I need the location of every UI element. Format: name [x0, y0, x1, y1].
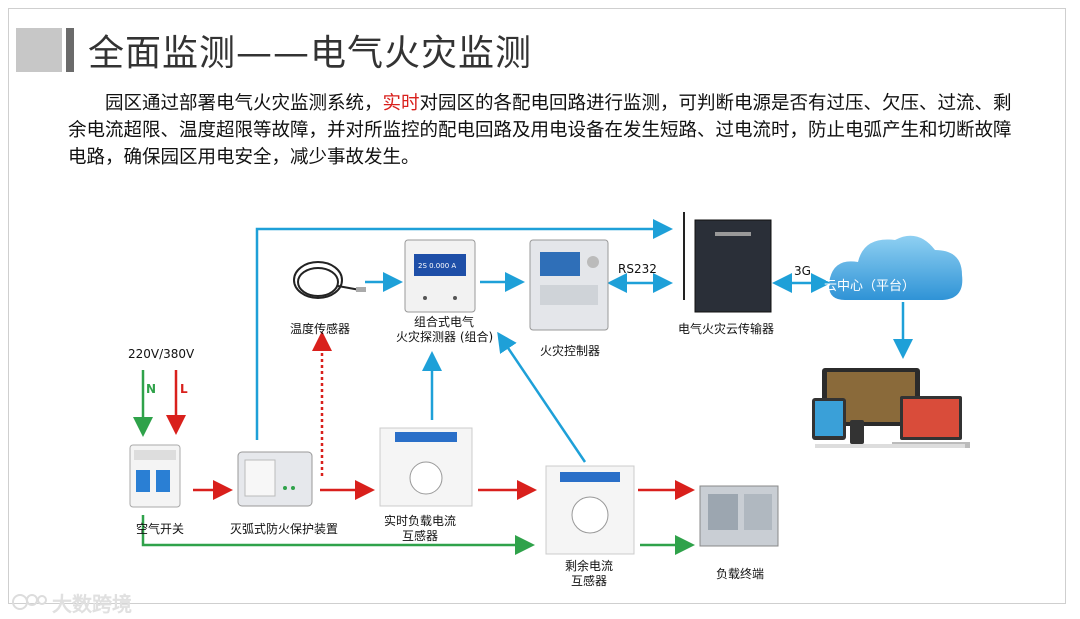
live-label: L — [180, 382, 188, 396]
neutral-label: N — [146, 382, 157, 396]
load-terminal-label: 负载终端 — [716, 567, 765, 581]
combo-detector-device: 2S 0.000 A — [404, 239, 476, 313]
combo-detector-label-1: 组合式电气 — [414, 315, 475, 329]
blue-signal-lines — [255, 219, 913, 463]
load-ct-device — [379, 427, 473, 507]
arc-protector-device — [237, 451, 313, 507]
platform-screens — [812, 368, 970, 448]
slide-title: 全面监测——电气火灾监测 — [88, 33, 533, 74]
cloud-transmitter-device — [683, 212, 772, 313]
residual-ct-label-1: 剩余电流 — [565, 559, 614, 573]
arc-protector-label: 灭弧式防火保护装置 — [230, 522, 339, 536]
combo-detector-label-2: 火灾探测器 (组合) — [396, 330, 494, 344]
air-switch-device — [129, 444, 181, 508]
residual-ct-label-2: 互感器 — [571, 574, 608, 588]
watermark-icon — [12, 594, 47, 610]
title-accent-block — [16, 28, 62, 72]
watermark-text: 大数跨境 — [52, 592, 132, 616]
air-switch-label: 空气开关 — [136, 522, 185, 536]
cloud-center-label: 云中心（平台） — [824, 279, 915, 294]
load-ct-label-2: 互感器 — [402, 529, 439, 543]
load-terminal-device — [699, 485, 779, 547]
3g-label: 3G — [794, 264, 811, 278]
title-accent-bar — [66, 28, 74, 72]
paragraph-text-after: 对园区的各配电回路进行监测，可判断电源是否有过压、欠压、过流、剩余电流超限、温度… — [68, 93, 1012, 168]
fire-controller-device — [529, 239, 609, 331]
description-paragraph: 园区通过部署电气火灾监测系统，实时对园区的各配电回路进行监测，可判断电源是否有过… — [68, 90, 1028, 171]
green-neutral-lines — [133, 370, 695, 555]
cloud-transmitter-label: 电气火灾云传输器 — [678, 322, 775, 336]
load-ct-label-1: 实时负载电流 — [384, 514, 457, 528]
svg-text:2S 0.000 A: 2S 0.000 A — [418, 262, 456, 270]
rs232-label: RS232 — [618, 262, 657, 276]
cloud-center-shape — [829, 235, 963, 300]
slide-frame — [8, 8, 1066, 604]
residual-ct-device — [545, 465, 635, 555]
red-power-lines — [166, 331, 695, 500]
temperature-sensor-label: 温度传感器 — [290, 322, 351, 336]
fire-controller-label: 火灾控制器 — [540, 344, 601, 358]
paragraph-highlight: 实时 — [382, 93, 420, 114]
temperature-sensor-device — [293, 261, 366, 299]
paragraph-text-before: 园区通过部署电气火灾监测系统， — [105, 93, 383, 114]
power-label: 220V/380V — [128, 347, 195, 361]
